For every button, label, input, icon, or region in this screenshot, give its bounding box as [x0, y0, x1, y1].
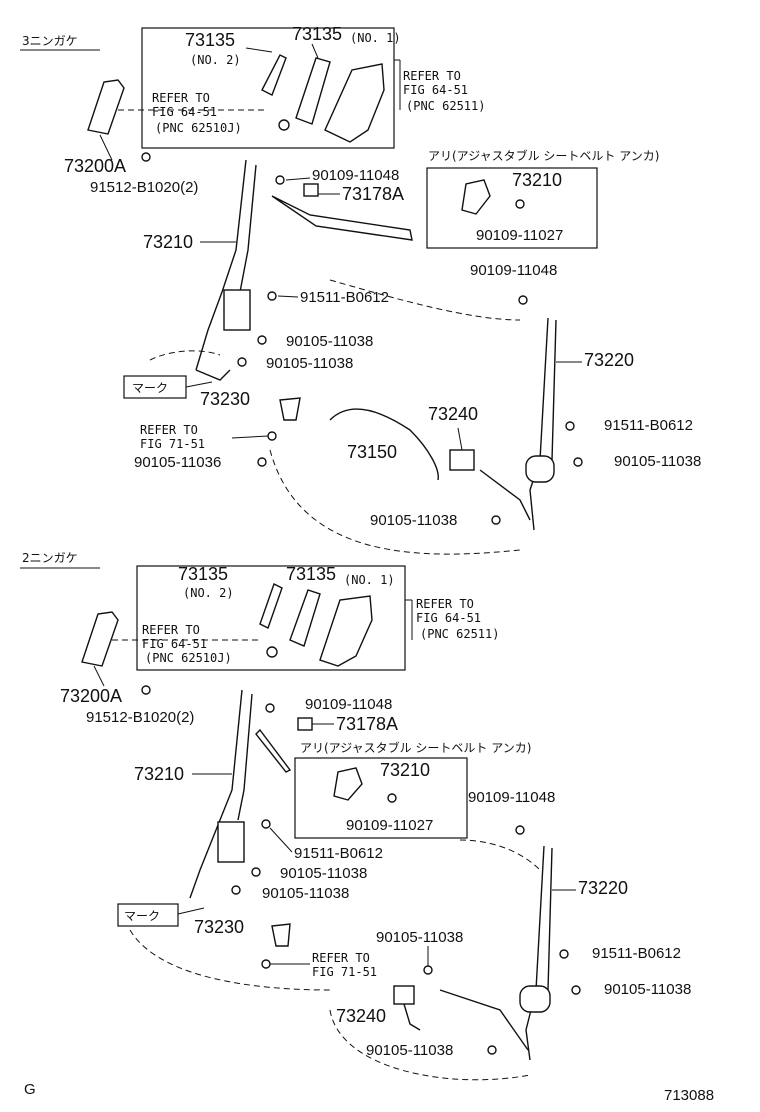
section-label-3-person: 3ニンガケ — [22, 34, 78, 48]
buckle-73230-b — [271, 923, 291, 947]
retractor-73210-b — [217, 821, 245, 863]
svg-text:73178A: 73178A — [336, 714, 398, 734]
svg-text:90105-11038: 90105-11038 — [366, 1042, 453, 1059]
belt-73210 — [195, 159, 247, 371]
svg-text:(PNC 62511): (PNC 62511) — [420, 627, 499, 641]
svg-text:91511-B0612: 91511-B0612 — [294, 845, 383, 862]
trim-73135-no2 — [261, 54, 287, 96]
belt-73220-top — [529, 317, 549, 531]
section-label-2-person: 2ニンガケ — [22, 551, 78, 565]
svg-text:アリ(アジャスタブル シートベルト アンカ): アリ(アジャスタブル シートベルト アンカ) — [300, 740, 531, 755]
svg-text:(PNC 62511): (PNC 62511) — [406, 99, 485, 113]
svg-text:90105-11038: 90105-11038 — [280, 865, 367, 882]
clip — [278, 119, 290, 131]
label-90109-11048-a: 90109-11048 — [312, 167, 399, 184]
anchor-73210 — [461, 179, 491, 215]
inset-box-adjustable-bottom — [294, 757, 468, 839]
footer-left: G — [24, 1081, 36, 1098]
label-73178A-top: 73178A — [342, 184, 404, 204]
inset-box-73135 — [141, 27, 395, 149]
height-adjuster-73200A — [87, 79, 125, 135]
retractor-73220-top — [525, 455, 555, 483]
belt-guide-b — [255, 728, 292, 773]
svg-text:(PNC 62510J): (PNC 62510J) — [155, 121, 242, 135]
svg-text:73230: 73230 — [194, 917, 244, 937]
retractor-73220-b — [519, 985, 551, 1013]
svg-text:90109-11048: 90109-11048 — [305, 696, 392, 713]
buckle-73230 — [279, 397, 301, 421]
mark-box-bottom — [117, 903, 179, 927]
svg-text:73240: 73240 — [336, 1006, 386, 1026]
trim-73135-no2-b — [259, 583, 283, 629]
svg-text:90105-11038: 90105-11038 — [604, 981, 691, 998]
label-73230-top: 73230 — [200, 389, 250, 409]
svg-text:マーク: マーク — [124, 909, 160, 923]
svg-text:73220: 73220 — [578, 878, 628, 898]
label-90105-11038-bottom-top: 90105-11038 — [370, 512, 457, 529]
buckle-73240 — [449, 449, 475, 471]
trim-panel-62511 — [324, 63, 385, 143]
svg-text:90105-11038: 90105-11038 — [262, 885, 349, 902]
svg-text:73135: 73135 — [178, 564, 228, 584]
label-90105-11038-right-top: 90105-11038 — [614, 453, 701, 470]
belt-73210-b — [189, 689, 243, 899]
svg-text:(NO. 2): (NO. 2) — [183, 586, 234, 600]
bolt — [141, 152, 151, 162]
buckle-73240-b — [393, 985, 415, 1005]
label-73210-left-top: 73210 — [143, 232, 193, 252]
trim-73135-no1 — [295, 57, 331, 125]
svg-text:90105-11038: 90105-11038 — [376, 929, 463, 946]
svg-text:91511-B0612: 91511-B0612 — [592, 945, 681, 962]
belt-73220-b — [525, 845, 545, 1061]
label-91511-right-top: 91511-B0612 — [604, 417, 693, 434]
label-91511-left-top: 91511-B0612 — [300, 289, 389, 306]
svg-text:73210: 73210 — [134, 764, 184, 784]
svg-text:73210: 73210 — [380, 760, 430, 780]
belt-73150 — [329, 408, 439, 481]
height-adjuster-73200A-b — [81, 611, 119, 667]
svg-text:90109-11048: 90109-11048 — [468, 789, 555, 806]
inset-box-adjustable-top — [426, 167, 598, 249]
svg-text:マーク: マーク — [132, 381, 168, 395]
svg-text:(NO. 1): (NO. 1) — [350, 31, 401, 45]
label-90105-11038-b: 90105-11038 — [266, 355, 353, 372]
label-90105-11038-a: 90105-11038 — [286, 333, 373, 350]
label-73240-top: 73240 — [428, 404, 478, 424]
inset-box-73135-bottom — [136, 565, 406, 671]
label-73135-no2: 73135 — [185, 30, 235, 50]
trim-panel-62511-b — [319, 595, 373, 667]
note-adjustable-anchor-top: アリ(アジャスタブル シートベルト アンカ) — [428, 148, 659, 163]
figure-number: 713088 — [664, 1087, 714, 1104]
svg-text:73135: 73135 — [286, 564, 336, 584]
trim-73135-no1-b — [289, 589, 321, 647]
svg-text:73200A: 73200A — [60, 686, 122, 706]
label-73135-no1: 73135 — [292, 24, 342, 44]
svg-text:(NO. 1): (NO. 1) — [344, 573, 395, 587]
label-73220-top: 73220 — [584, 350, 634, 370]
label-73200A: 73200A — [64, 156, 126, 176]
belt-guide-73178A — [271, 195, 413, 241]
label-73210-inset-top: 73210 — [512, 170, 562, 190]
svg-text:90109-11027: 90109-11027 — [346, 817, 433, 834]
label-90105-11036: 90105-11036 — [134, 454, 221, 471]
label-90109-11048-right-top: 90109-11048 — [470, 262, 557, 279]
label-90109-11027-top: 90109-11027 — [476, 227, 563, 244]
label-91512: 91512-B1020(2) — [90, 179, 198, 196]
svg-text:(NO. 2): (NO. 2) — [190, 53, 241, 67]
svg-text:91512-B1020(2): 91512-B1020(2) — [86, 709, 194, 726]
retractor-73210 — [223, 289, 251, 331]
label-73150: 73150 — [347, 442, 397, 462]
svg-text:(PNC 62510J): (PNC 62510J) — [145, 651, 232, 665]
